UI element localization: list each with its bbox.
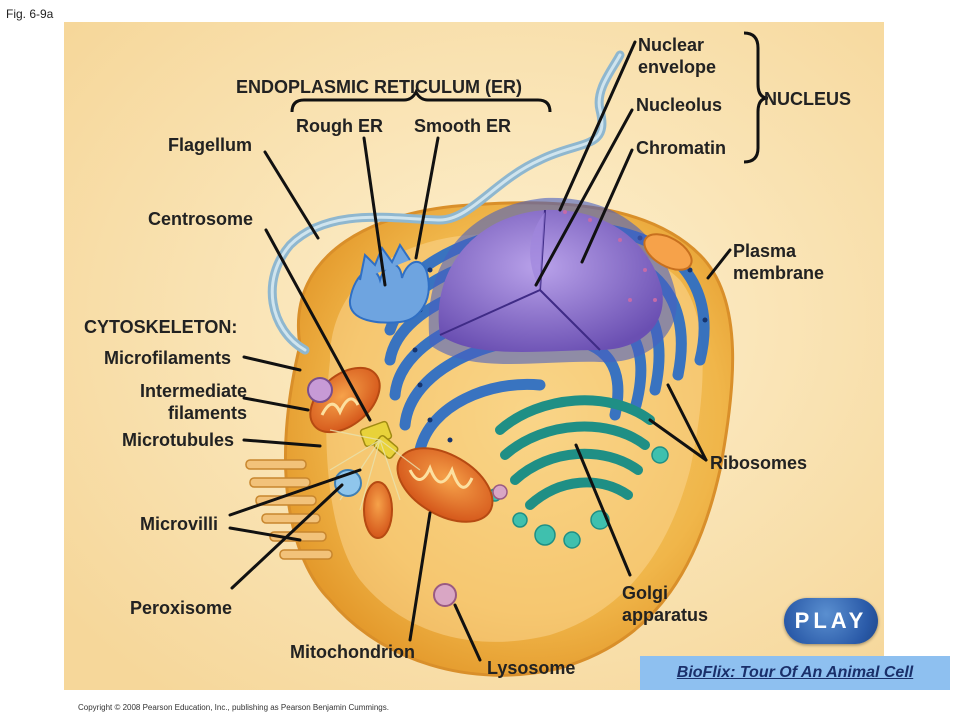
- intermediate-filaments-label: Intermediate filaments: [110, 380, 247, 424]
- golgi-apparatus-label: Golgi apparatus: [622, 582, 708, 626]
- leader-lines: [228, 40, 732, 662]
- rough-er-label: Rough ER: [296, 116, 383, 136]
- mitochondrion-label: Mitochondrion: [290, 642, 415, 662]
- er-bracket: [290, 88, 552, 113]
- play-button[interactable]: PLAY: [784, 598, 878, 644]
- microfilaments-label: Microfilaments: [104, 348, 232, 368]
- smooth-er-label: Smooth ER: [414, 116, 511, 136]
- flagellum-label: Flagellum: [168, 135, 253, 155]
- mitochondrion-shape: [309, 366, 494, 539]
- peroxisome-label: Peroxisome: [130, 598, 233, 618]
- nuclear-envelope-label: Nuclear envelope: [638, 34, 716, 78]
- centrosome-label: Centrosome: [148, 209, 254, 229]
- microtubules-label: Microtubules: [122, 430, 235, 450]
- golgi-line-1: Golgi: [622, 583, 668, 603]
- ribosomes-label: Ribosomes: [710, 453, 808, 473]
- vesicle: [307, 377, 333, 403]
- microvilli-shape: [245, 459, 333, 560]
- nucleus-shape: [428, 197, 677, 365]
- golgi-shape: [495, 395, 655, 510]
- plasma-line-1: Plasma: [733, 241, 797, 261]
- nuclear-envelope-line-1: Nuclear: [638, 35, 705, 55]
- figure-label: Fig. 6-9a: [6, 7, 54, 21]
- nucleolus-label: Nucleolus: [636, 95, 723, 115]
- plasma-membrane-label: Plasma membrane: [733, 240, 824, 284]
- nuclear-envelope-line-2: envelope: [638, 57, 717, 77]
- nucleus-bracket: [743, 31, 769, 164]
- bioflix-link[interactable]: BioFlix: Tour Of An Animal Cell: [640, 656, 950, 690]
- nuclear-pores: [563, 210, 657, 302]
- golgi-line-2: apparatus: [622, 605, 709, 625]
- chromatin-label: Chromatin: [636, 138, 726, 158]
- intermediate-line-1: Intermediate: [139, 381, 247, 401]
- nucleus-label: NUCLEUS: [764, 89, 852, 109]
- er-heading: ENDOPLASMIC RETICULUM (ER): [236, 77, 522, 97]
- copyright-notice: Copyright © 2008 Pearson Education, Inc.…: [78, 703, 389, 712]
- lysosome-shape: [433, 583, 457, 607]
- lysosome-label: Lysosome: [487, 658, 576, 678]
- intermediate-line-2: filaments: [167, 403, 247, 423]
- plasma-line-2: membrane: [733, 263, 825, 283]
- microvilli-label: Microvilli: [140, 514, 219, 534]
- vesicle: [492, 484, 508, 500]
- smooth-er-shape: [348, 242, 430, 324]
- cytoskeleton-heading: CYTOSKELETON:: [84, 317, 238, 337]
- plasma-membrane-vesicle: [643, 233, 693, 271]
